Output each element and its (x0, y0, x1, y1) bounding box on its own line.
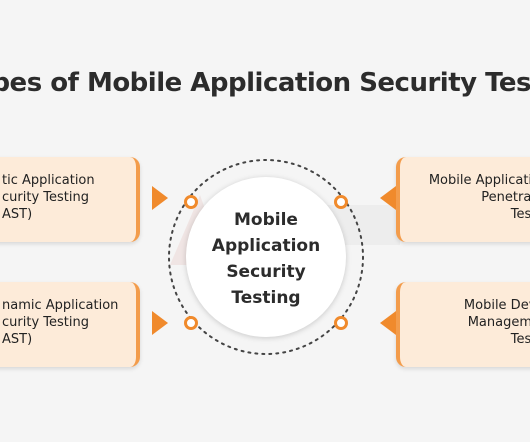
card-line: tic Application (2, 173, 95, 188)
card-line: Penetrati (481, 190, 530, 205)
arrow-right-icon (152, 186, 168, 210)
center-line: Application (211, 236, 321, 256)
center-circle: Mobile Application Security Testing (186, 177, 346, 337)
card-line: namic Application (2, 298, 119, 313)
card-device-management: Mobile Devi Manageme Testi (396, 282, 530, 367)
connector-dot-top-left (184, 195, 198, 209)
card-dynamic-analysis: namic Application curity Testing AST) (0, 282, 140, 367)
center-label: Mobile Application Security Testing (186, 207, 346, 311)
card-line: AST) (2, 207, 33, 222)
card-line: curity Testing (2, 315, 89, 330)
arrow-right-icon (152, 311, 168, 335)
connector-dot-bottom-right (334, 316, 348, 330)
card-line: Manageme (467, 315, 530, 330)
card-penetration-testing: Mobile Applicatio Penetrati Testi (396, 157, 530, 242)
diagram-title: ypes of Mobile Application Security Test… (0, 68, 530, 98)
card-line: Testi (510, 332, 530, 347)
center-line: Security (226, 262, 306, 282)
card-static-analysis: tic Application curity Testing AST) (0, 157, 140, 242)
connector-dot-bottom-left (184, 316, 198, 330)
center-line: Mobile (234, 210, 298, 230)
connector-dot-top-right (334, 195, 348, 209)
card-line: Mobile Applicatio (428, 173, 530, 188)
card-line: Mobile Devi (463, 298, 530, 313)
center-line: Testing (231, 288, 301, 308)
card-line: curity Testing (2, 190, 89, 205)
card-line: Testi (510, 207, 530, 222)
arrow-left-icon (380, 311, 396, 335)
arrow-left-icon (380, 186, 396, 210)
card-line: AST) (2, 332, 33, 347)
